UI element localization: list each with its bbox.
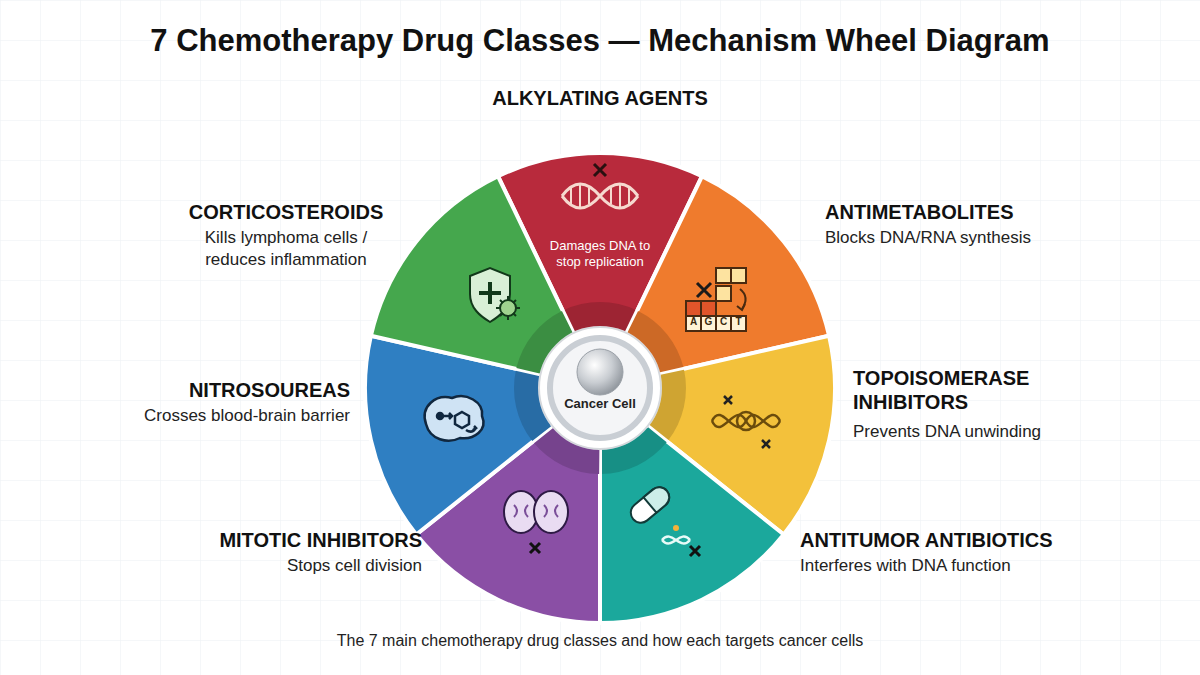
nucleotide-letter: A: [686, 316, 701, 331]
tangled-dna-icon: [712, 396, 780, 448]
diagram-title: 7 Chemotherapy Drug Classes — Mechanism …: [20, 22, 1180, 60]
mechanism-text: Interferes with DNA function: [800, 555, 1140, 577]
nucleotide-letter: T: [731, 316, 746, 331]
mechanism-text: Stops cell division: [122, 555, 422, 577]
nucleotide-letter: G: [701, 316, 716, 331]
cancer-cell-circle: Cancer Cell: [538, 326, 662, 450]
capsule-icon: [627, 483, 700, 556]
cell-shape: [538, 326, 662, 450]
class-heading: ANTITUMOR ANTIBIOTICS: [800, 528, 1140, 552]
mechanism-text: Blocks DNA/RNA synthesis: [825, 227, 1125, 249]
cell-nucleus: [577, 349, 623, 395]
class-heading: NITROSOUREAS: [50, 378, 350, 402]
class-heading: ALKYLATING AGENTS: [440, 86, 760, 110]
brain-icon: [425, 396, 484, 440]
class-heading: TOPOISOMERASE INHIBITORS: [853, 366, 1053, 414]
mechanism-text: Damages DNA to stop replication: [541, 238, 659, 270]
cell-membrane: [550, 338, 650, 438]
class-heading: ANTIMETABOLITES: [825, 200, 1125, 224]
mechanism-text: Crosses blood-brain barrier: [50, 405, 350, 427]
cell-label: Cancer Cell: [545, 396, 655, 412]
dividing-cell-icon: [504, 491, 568, 553]
shield-icon: [470, 268, 520, 322]
class-heading: CORTICOSTEROIDS: [186, 200, 386, 224]
dna-icon: [562, 164, 638, 208]
cell-outer: [539, 327, 661, 449]
nucleotide-grid-icon: [686, 268, 746, 331]
class-heading: MITOTIC INHIBITORS: [122, 528, 422, 552]
mechanism-text: Prevents DNA unwinding: [853, 421, 1153, 443]
nucleotide-letter: C: [716, 316, 731, 331]
diagram-caption: The 7 main chemotherapy drug classes and…: [100, 631, 1100, 651]
mechanism-text: Kills lymphoma cells / reduces inflammat…: [186, 227, 386, 271]
